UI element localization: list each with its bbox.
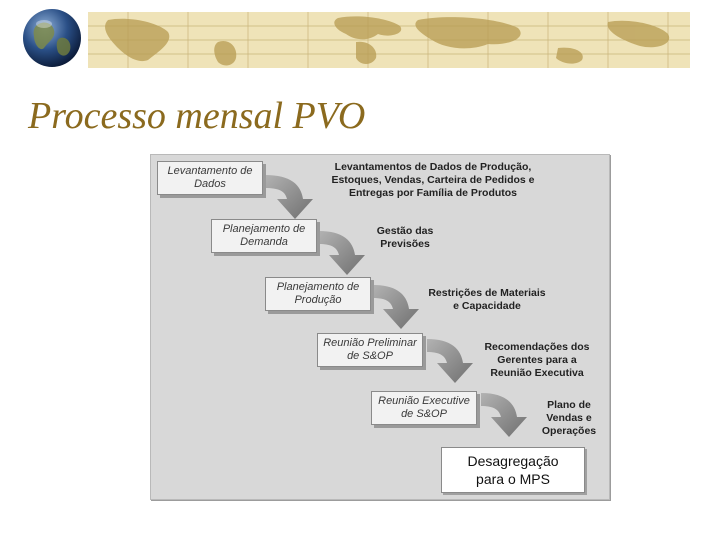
stage-label-line: Demanda: [240, 236, 288, 248]
note-line: Reunião Executiva: [490, 367, 584, 379]
note-line: Plano de: [547, 399, 591, 411]
final-line: para o MPS: [476, 471, 550, 487]
flow-arrow: [427, 339, 473, 383]
note-line: Recomendações dos: [484, 341, 590, 353]
stage-label-line: de S&OP: [401, 408, 447, 420]
stage-label-line: Reunião Executive: [378, 395, 470, 407]
note-line: Gestão das: [376, 225, 434, 237]
stage-label-line: Dados: [194, 178, 226, 190]
stage-label-line: Reunião Preliminar: [323, 337, 417, 349]
note-line: Levantamentos de Dados de Produção,: [334, 161, 532, 173]
note-line: e Capacidade: [453, 300, 521, 312]
stage-label-line: Levantamento de: [167, 165, 253, 177]
note-line: Previsões: [380, 238, 430, 250]
final-box-desagregacao: Desagregação para o MPS: [441, 447, 585, 493]
stage-label-line: de S&OP: [347, 350, 393, 362]
note-line: Estoques, Vendas, Carteira de Pedidos e: [331, 174, 535, 186]
note-line: Entregas por Família de Produtos: [348, 187, 518, 199]
note-line: Vendas e: [546, 412, 592, 424]
final-line: Desagregação: [467, 453, 559, 469]
note-line: Gerentes para a: [497, 354, 577, 366]
flow-arrows: [265, 175, 527, 437]
flow-arrow: [481, 393, 527, 437]
flow-arrow: [373, 285, 419, 329]
flow-arrow: [265, 175, 313, 219]
note-line: Operações: [541, 425, 597, 437]
world-map-banner: [88, 12, 690, 68]
map-grid: [88, 12, 690, 68]
stage-label-line: Planejamento de: [222, 223, 306, 235]
globe-icon: [23, 9, 81, 67]
note-levantamentos: Levantamentos de Dados de Produção,Estoq…: [311, 161, 555, 200]
page-title: Processo mensal PVO: [28, 95, 366, 137]
stage-label-line: Planejamento de: [276, 281, 360, 293]
stage-label-line: Produção: [294, 294, 342, 306]
note-line: Restrições de Materiais: [428, 287, 546, 299]
flow-arrow: [319, 231, 365, 275]
